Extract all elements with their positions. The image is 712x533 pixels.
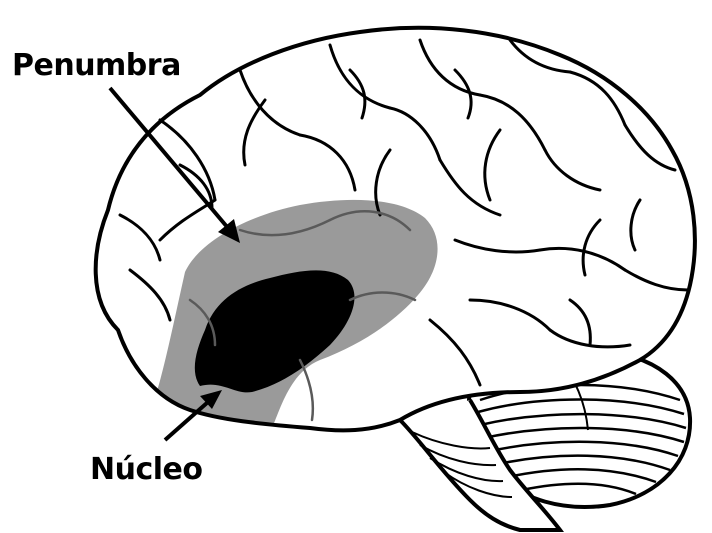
- cerebrum: [96, 28, 695, 431]
- nucleo-label: Núcleo: [90, 452, 203, 487]
- penumbra-label: Penumbra: [12, 48, 181, 83]
